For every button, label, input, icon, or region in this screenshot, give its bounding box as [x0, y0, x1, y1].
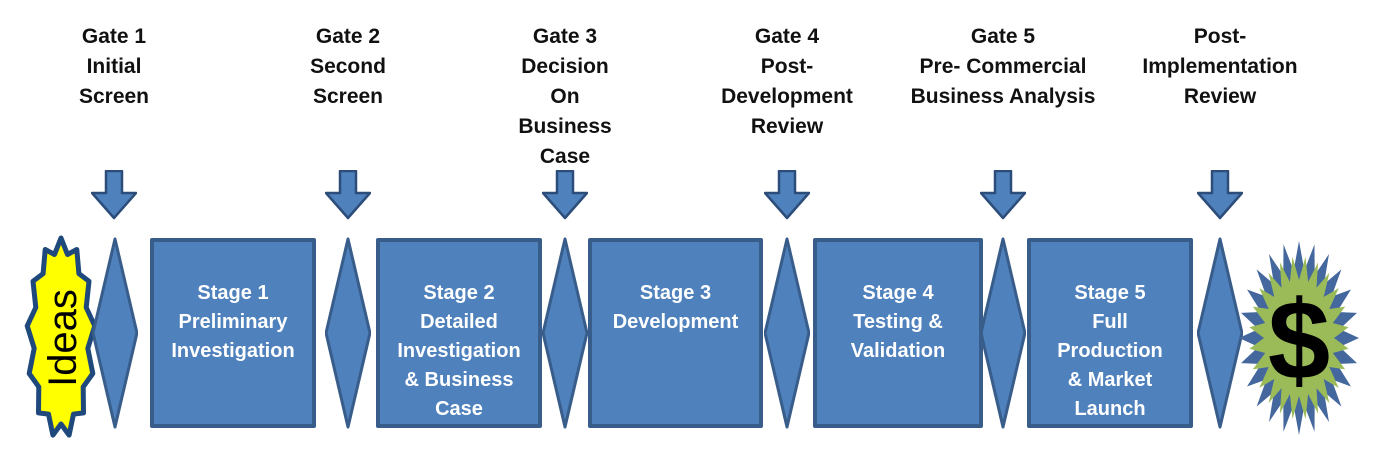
dollar-icon: $: [1268, 278, 1330, 403]
stage-3-label: Stage 3 Development: [612, 282, 739, 333]
gate-diamond-2: [325, 237, 371, 429]
stage-4-label: Stage 4 Testing & Validation: [850, 282, 946, 362]
down-arrow-shape: [1197, 170, 1243, 220]
burst-inner-star: [1249, 256, 1349, 420]
gate-3-label: Gate 3 Decision On Business Case: [518, 25, 612, 168]
diamond-shape: [1197, 237, 1243, 429]
down-arrow-shape: [542, 170, 588, 220]
down-arrow-shape: [325, 170, 371, 220]
ideas-label: Ideas: [41, 289, 85, 387]
down-arrow-icon-6: [1197, 170, 1243, 220]
ideas-scribble-blob: [24, 235, 98, 438]
ideas-start-shape: Ideas: [24, 235, 98, 438]
down-arrow-shape: [764, 170, 810, 220]
diamond-shape: [92, 237, 138, 429]
diamond-shape: [542, 237, 588, 429]
stage-box-3: Stage 3 Development: [588, 238, 763, 428]
gate-5-label: Gate 5 Pre- Commercial Business Analysis: [910, 25, 1096, 108]
down-arrow-icon-2: [325, 170, 371, 220]
diamond-shape: [764, 237, 810, 429]
down-arrow-icon-4: [764, 170, 810, 220]
gate-diamond-1: [92, 237, 138, 429]
down-arrow-icon-5: [980, 170, 1026, 220]
down-arrow-shape: [980, 170, 1026, 220]
diamond-shape: [980, 237, 1026, 429]
stage-5-label: Stage 5 Full Production & Market Launch: [1057, 282, 1163, 420]
down-arrow-icon-3: [542, 170, 588, 220]
down-arrow-shape: [91, 170, 137, 220]
gate-1-label: Gate 1 Initial Screen: [78, 25, 150, 108]
gate-diamond-3: [542, 237, 588, 429]
stage-1-label: Stage 1 Preliminary Investigation: [171, 282, 295, 362]
gate-4-label: Gate 4 Post- Development Review: [721, 25, 853, 138]
gate-2-label: Gate 2 Second Screen: [310, 25, 386, 108]
stage-box-4: Stage 4 Testing & Validation: [813, 238, 983, 428]
money-burst-shape: $: [1239, 241, 1359, 435]
gate-diamond-4: [764, 237, 810, 429]
stage-box-1: Stage 1 Preliminary Investigation: [150, 238, 316, 428]
gate-diamond-5: [980, 237, 1026, 429]
stage-box-5: Stage 5 Full Production & Market Launch: [1027, 238, 1193, 428]
down-arrow-icon-1: [91, 170, 137, 220]
stage-box-2: Stage 2 Detailed Investigation & Busines…: [376, 238, 542, 428]
gate-6-label: Post- Implementation Review: [1142, 25, 1298, 108]
gate-diamond-6: [1197, 237, 1243, 429]
diamond-shape: [325, 237, 371, 429]
stage-2-label: Stage 2 Detailed Investigation & Busines…: [397, 282, 521, 420]
